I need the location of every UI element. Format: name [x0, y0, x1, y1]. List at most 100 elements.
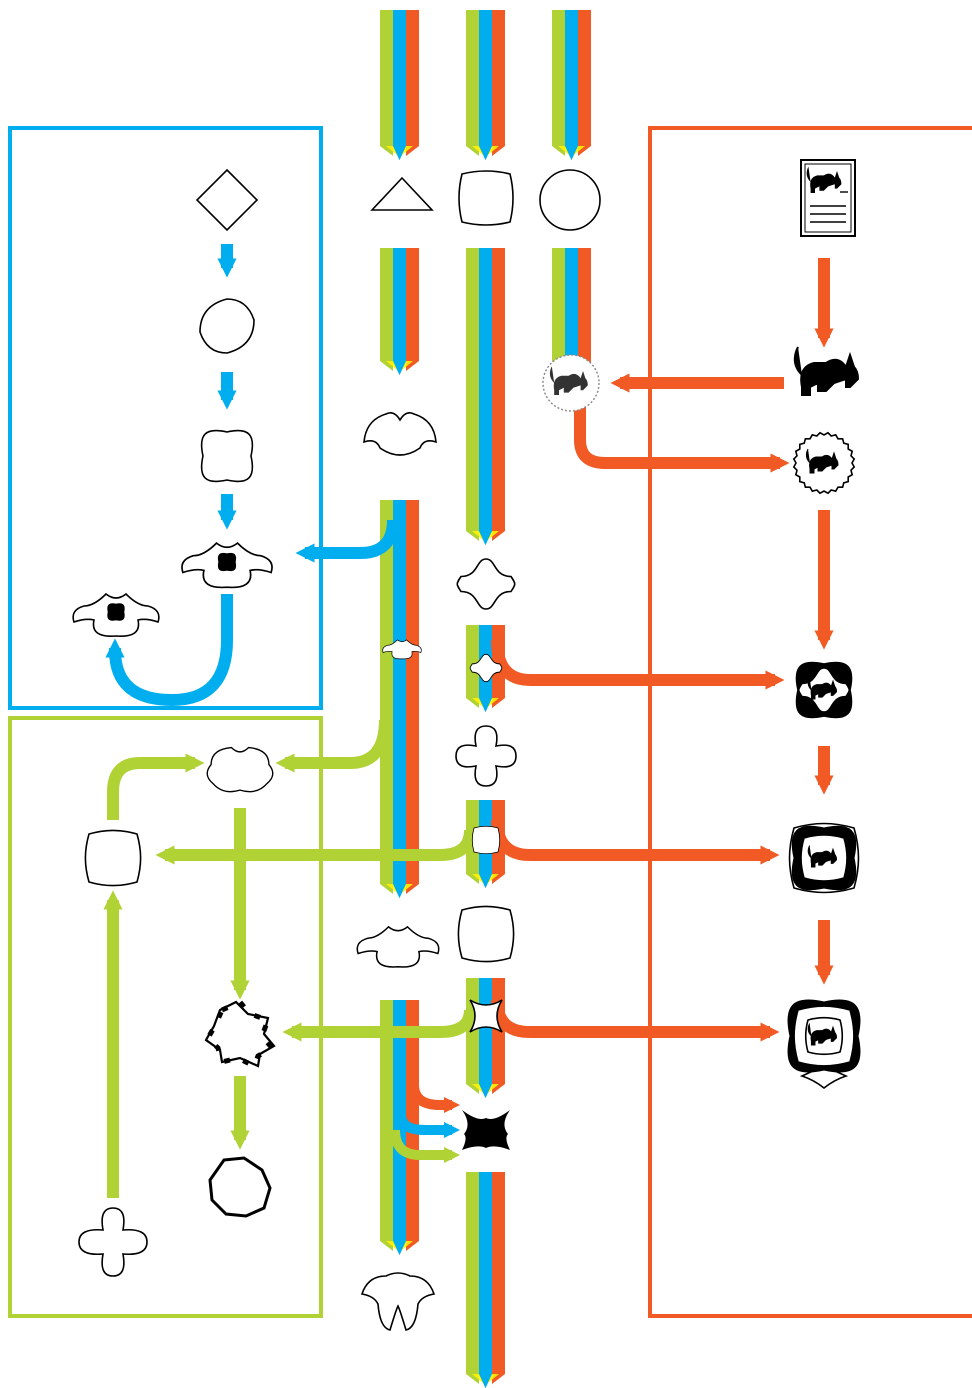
x-shape-green [84, 829, 142, 887]
shapes [72, 159, 861, 1331]
band-stripe [380, 1000, 393, 1241]
cat-silhouette-icon [549, 366, 588, 395]
band-1a [380, 10, 419, 160]
star-cross [471, 825, 501, 855]
orange-panel [648, 126, 972, 1318]
band-tip-point [393, 1241, 406, 1255]
band-stripe [492, 248, 505, 531]
winged-cluster [382, 639, 422, 660]
orange-arrow-2e [491, 999, 780, 1042]
triangle [370, 176, 434, 211]
spiky-cluster [462, 1110, 510, 1150]
cat-in-badge [792, 431, 856, 495]
blue-panel [8, 126, 323, 710]
band-tip-point [393, 146, 406, 160]
shape-part [456, 558, 516, 610]
band-stripe [492, 978, 505, 1084]
green-arrow-merge [390, 1129, 461, 1164]
band-stripe [406, 500, 419, 884]
four-petal-flower [200, 429, 254, 483]
shape-part [204, 1000, 276, 1068]
band-stripe [466, 248, 479, 531]
shape-part [457, 905, 515, 963]
orange-arrow-to-badge [574, 398, 790, 473]
band-tip-point [393, 884, 406, 898]
band-2e [466, 978, 505, 1098]
green-arrow-2e-to-spiky [282, 1009, 476, 1042]
band-tip-point [479, 1374, 492, 1388]
cat-silhouette [793, 346, 860, 396]
band-stripe [393, 10, 406, 146]
cat-flower-1 [795, 661, 853, 719]
band-2f [466, 1172, 505, 1388]
shape-part [195, 168, 259, 232]
orange-arrow-2c [491, 639, 785, 690]
band-tip-point [565, 146, 578, 160]
shape-part [200, 429, 254, 483]
four-leaf-clover-icon [107, 603, 125, 621]
green-panel [8, 716, 323, 1318]
tooth-shape [360, 1272, 436, 1331]
cat-document [800, 159, 856, 237]
orange-arrow-2d [491, 819, 780, 865]
winged-flower-2 [356, 925, 440, 968]
band-stripe [466, 625, 479, 698]
shape-part [84, 829, 142, 887]
tricolor-bands [380, 10, 591, 1388]
document-with-cat-icon [800, 159, 856, 237]
band-stripe [406, 10, 419, 146]
band-stripe [479, 10, 492, 146]
band-stripe [578, 10, 591, 146]
band-stripe [479, 248, 492, 531]
shape-part [206, 746, 274, 793]
band-stripe [466, 1172, 479, 1374]
band-tip-point [479, 146, 492, 160]
band-stripe [380, 248, 393, 361]
shape-part [363, 412, 437, 456]
shape-part [469, 999, 503, 1033]
band-stripe [380, 10, 393, 146]
blue-u-arrow [105, 594, 233, 706]
band-2a [466, 10, 505, 160]
orange-arrow-merge [409, 1060, 461, 1114]
winged-flower-small [72, 592, 160, 637]
band-stripe [380, 500, 393, 884]
flow-arrows [103, 244, 834, 1198]
green-arrow-2d-to-cross [155, 829, 476, 865]
band-stripe [406, 248, 419, 361]
shape-part [199, 298, 255, 354]
shape-part [455, 725, 517, 787]
shape-part [370, 176, 434, 211]
shape-part [469, 653, 503, 683]
diamond [195, 168, 259, 232]
rounded-square [458, 170, 514, 226]
blue-arrow-into-panel [295, 519, 399, 563]
band-stripe [479, 978, 492, 1084]
shape-part [208, 1156, 272, 1218]
shape-part [804, 163, 852, 233]
band-stripe [565, 248, 578, 375]
cat-flower-3 [787, 999, 861, 1090]
crumpled-cluster [208, 1156, 272, 1218]
band-stripe [552, 248, 565, 375]
shape-part [78, 1207, 148, 1277]
cat-flower-2 [788, 822, 860, 894]
band-stripe [492, 1172, 505, 1374]
band-tip-point [393, 361, 406, 375]
band-1c [380, 500, 419, 898]
band-stripe [492, 10, 505, 146]
four-lobed-shape [455, 725, 517, 787]
four-leaf-clover-icon [217, 552, 237, 572]
shape-part [360, 1272, 436, 1331]
band-stripe [393, 248, 406, 361]
band-stripe [393, 500, 406, 884]
blue-arrow-merge [396, 1090, 461, 1139]
shape-part [471, 825, 501, 855]
cat-silhouette-icon [793, 346, 860, 396]
star-cross-small [469, 999, 503, 1033]
crumpled-shape [204, 1000, 276, 1068]
band-2b [466, 248, 505, 545]
band-tip-point [479, 1084, 492, 1098]
band-tip-point [479, 531, 492, 545]
